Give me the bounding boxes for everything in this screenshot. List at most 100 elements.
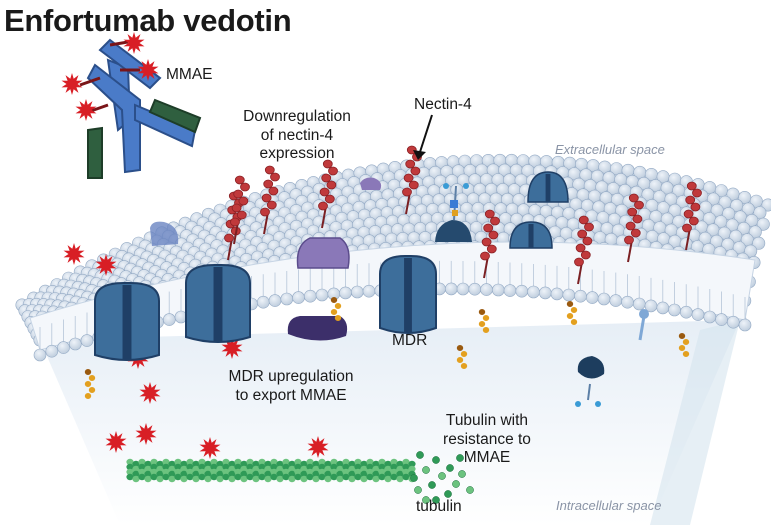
mmae-star: [123, 32, 145, 54]
tubulin-label: tubulin: [416, 498, 462, 515]
mmae-star: [139, 382, 161, 404]
mmae-star: [61, 73, 83, 95]
mmae-star: [105, 431, 127, 453]
lipid-chain: [678, 345, 686, 351]
nectin4-domain: [268, 186, 279, 196]
tubulin-dimer: [458, 470, 466, 478]
tubulin-dimer: [432, 496, 440, 504]
nectin4-domain: [260, 207, 270, 217]
nectin4-domain: [234, 175, 245, 185]
nectin4-domain: [319, 187, 330, 197]
nectin4-domain: [236, 210, 247, 220]
mmae-star: [221, 337, 243, 359]
nectin4-domain: [682, 223, 692, 233]
nectin4-domain: [575, 243, 586, 253]
mmae-star: [307, 436, 329, 458]
lipid-chain: [334, 303, 342, 309]
lipid-chain: [570, 307, 578, 313]
nectin4-domain: [634, 200, 644, 210]
lipid-chain: [566, 301, 574, 307]
lipid-chain: [84, 369, 92, 375]
lipid-chain: [88, 375, 96, 381]
nectin4-domain: [233, 189, 244, 199]
tubulin-resistance-line-3: MMAE: [463, 449, 511, 467]
nectin4-domain: [486, 244, 497, 254]
glycoprotein: [435, 183, 605, 407]
purple-membrane-protein: [150, 177, 382, 341]
lipid-chain: [334, 315, 342, 321]
mmae-star: [63, 243, 85, 265]
nectin4-domain: [231, 203, 242, 213]
nectin4-domain: [488, 230, 499, 240]
mdr-label: MDR: [392, 332, 428, 349]
nectin4-domain: [238, 196, 249, 206]
lipid-chains: [84, 297, 690, 399]
nectin4-domain: [692, 188, 702, 198]
mmae-payloads: [61, 32, 329, 459]
lipid-chain: [88, 387, 96, 393]
mmae-star: [199, 437, 221, 459]
nectin4-domain: [582, 236, 593, 246]
tubulin-resistance-label: Tubulin with resistance to MMAE: [428, 412, 546, 468]
tubulin-dimer: [444, 490, 452, 498]
tubulin-dimer: [452, 480, 460, 488]
mmae-star: [137, 59, 159, 81]
intracellular-label: Intracellular space: [556, 498, 662, 513]
nectin4-domain: [326, 180, 337, 190]
nectin4-domain: [480, 251, 490, 261]
lipid-chain: [460, 363, 468, 369]
nectin4-domain: [322, 159, 333, 169]
nectin4-domain: [688, 216, 699, 226]
lipid-chain: [84, 381, 92, 387]
nectin4-domain: [580, 250, 591, 260]
downregulation-line-2: of nectin-4: [260, 126, 334, 144]
nectin4-receptors: [224, 145, 702, 285]
nectin4-domain: [628, 193, 639, 203]
nectin4-domain: [261, 193, 272, 203]
lipid-chain: [570, 319, 578, 325]
nectin4-domain: [266, 200, 277, 210]
lipid-chain: [84, 393, 92, 399]
tubulin-dimer: [428, 481, 436, 489]
mmae-star: [75, 99, 97, 121]
membrane-side-shade: [650, 320, 740, 525]
nectin4-domain: [263, 179, 274, 189]
nectin4-domain: [627, 207, 638, 217]
tubulin-dimer: [446, 464, 454, 472]
nectin4-domain: [483, 223, 494, 233]
downregulation-label: Downregulation of nectin-4 expression: [232, 108, 362, 164]
nectin4-domain: [683, 209, 694, 219]
nectin4-domain: [484, 209, 495, 219]
nectin4-domain: [490, 216, 500, 226]
nectin4-domain: [403, 173, 414, 183]
tubulin-dimer: [416, 451, 424, 459]
nectin4-domain: [230, 217, 240, 227]
diagram-title: Enfortumab vedotin: [4, 3, 292, 38]
lipid-chain: [678, 333, 686, 339]
nectin4-domain: [402, 187, 412, 197]
lipid-chain: [682, 339, 690, 345]
lipid-chain: [456, 345, 464, 351]
nectin4-domain: [328, 166, 338, 176]
lipid-chain: [482, 327, 490, 333]
nectin4-arrow: [413, 114, 433, 160]
nectin4-domain: [224, 233, 234, 243]
tubulin-resistance-line-1: Tubulin with: [445, 412, 529, 429]
nectin4-domain: [578, 215, 589, 225]
lipid-chain: [478, 309, 486, 315]
lipid-chain: [460, 351, 468, 357]
lipid-chain: [478, 321, 486, 327]
tubulin-dimer: [422, 496, 430, 504]
tubulin-dimer: [432, 456, 440, 464]
nectin4-domain: [270, 172, 280, 182]
antibody-drug-conjugate: [79, 38, 202, 179]
nectin4-domain: [577, 229, 588, 239]
nectin4-label: Nectin-4: [414, 96, 472, 113]
nectin4-domain: [686, 181, 697, 191]
mdr-upregulation-label: MDR upregulation to export MMAE: [218, 368, 364, 405]
mdr-upregulation-line-2: to export MMAE: [235, 386, 347, 404]
nectin4-domain: [240, 182, 250, 192]
mmae-label: MMAE: [166, 66, 213, 83]
